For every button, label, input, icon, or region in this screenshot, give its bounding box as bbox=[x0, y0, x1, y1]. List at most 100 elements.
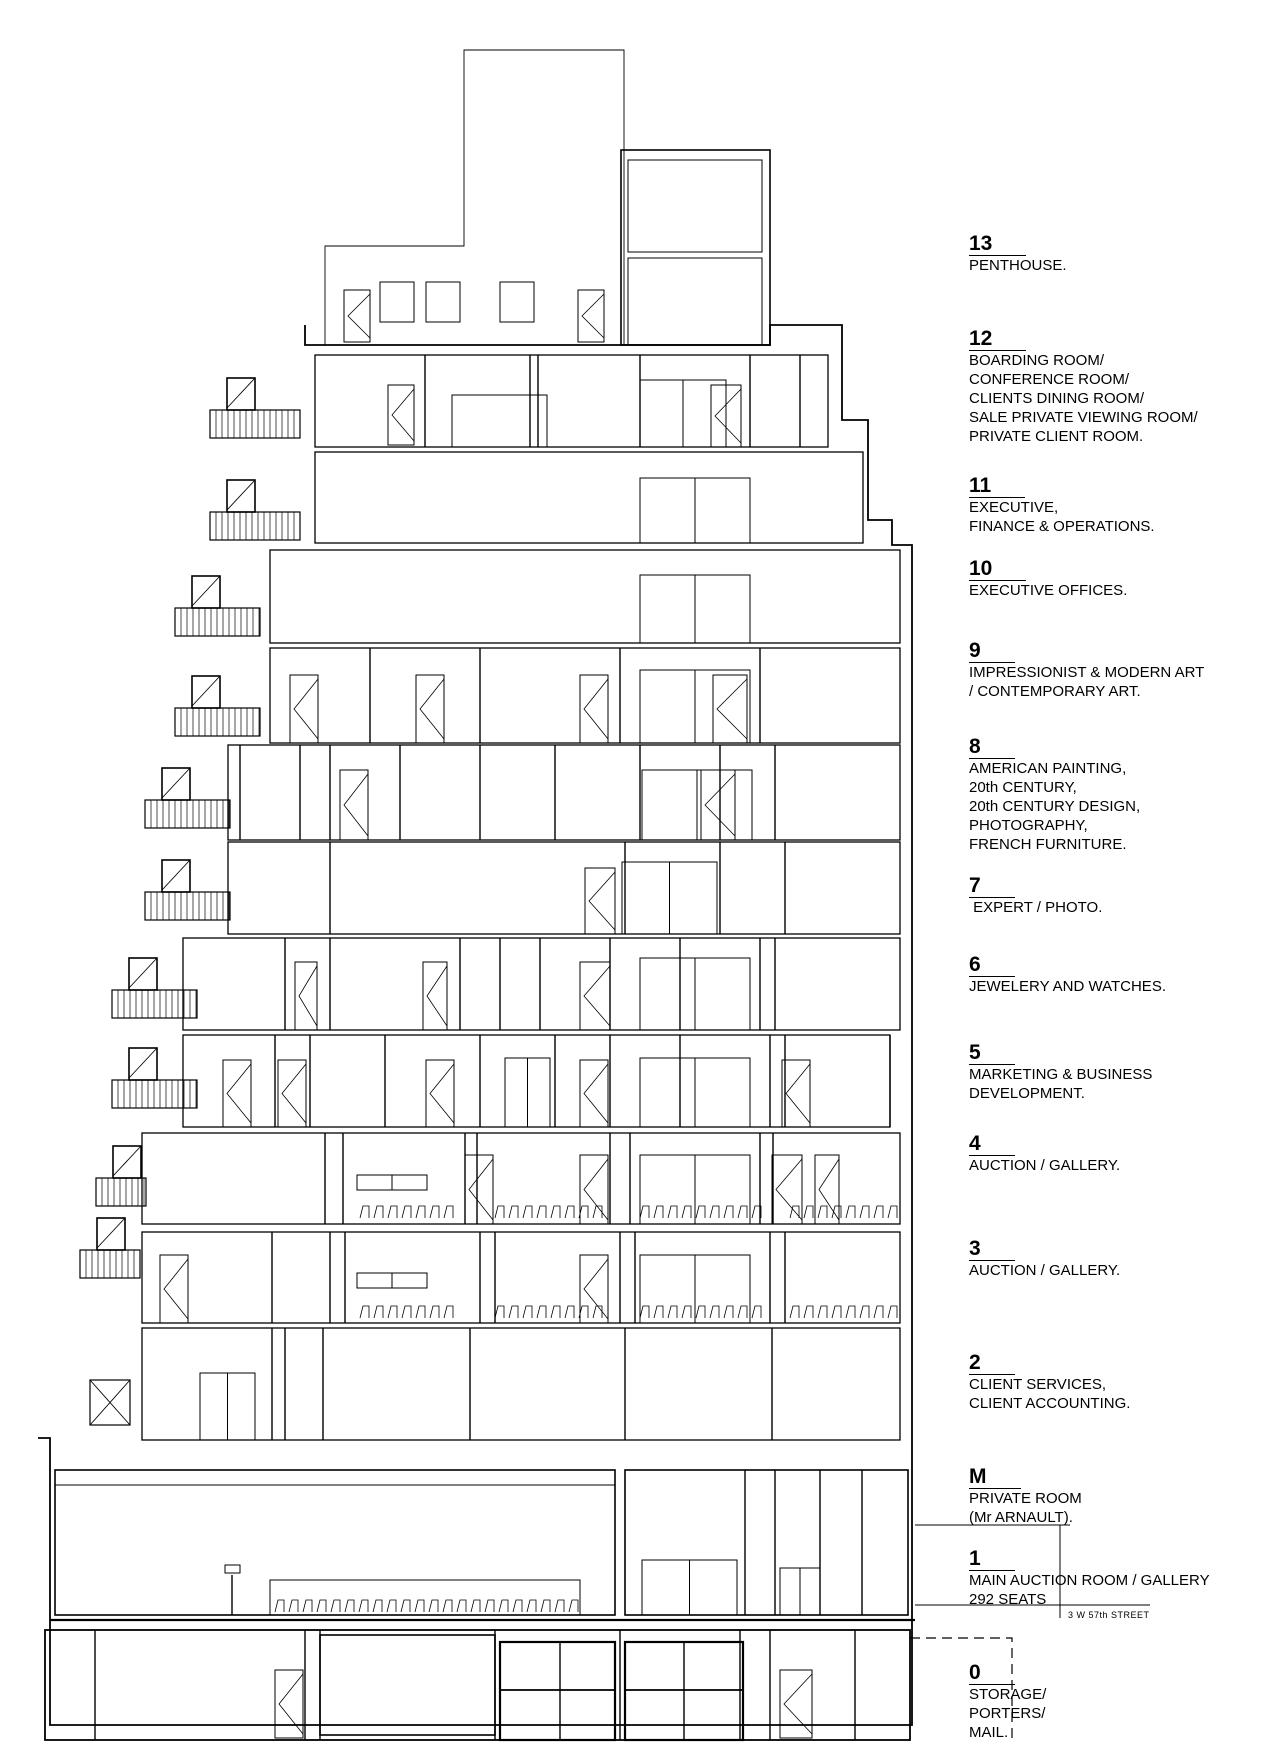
floor-number: 0 bbox=[969, 1662, 1015, 1685]
floor-label-2: 2 CLIENT SERVICES, CLIENT ACCOUNTING. bbox=[969, 1352, 1259, 1413]
seat bbox=[330, 1599, 341, 1613]
door-swing bbox=[785, 1063, 811, 1124]
floor-number: 6 bbox=[969, 954, 1015, 977]
balcony-railing bbox=[209, 511, 301, 541]
floor-label-7: 7 EXPERT / PHOTO. bbox=[969, 875, 1259, 917]
floor-label-6: 6 JEWELERY AND WATCHES. bbox=[969, 954, 1259, 996]
seat bbox=[564, 1205, 575, 1219]
seat bbox=[578, 1205, 589, 1219]
floor-number: 10 bbox=[969, 558, 1027, 581]
stair-cross bbox=[89, 1379, 131, 1426]
floor-description: EXECUTIVE, FINANCE & OPERATIONS. bbox=[969, 499, 1155, 535]
seat bbox=[414, 1599, 425, 1613]
door-swing bbox=[343, 773, 369, 837]
floor-label-12: 12 BOARDING ROOM/ CONFERENCE ROOM/ CLIEN… bbox=[969, 328, 1259, 446]
door-swing bbox=[281, 1063, 307, 1124]
seat bbox=[789, 1305, 800, 1319]
main-auction-seating-block bbox=[269, 1579, 581, 1616]
seat bbox=[494, 1205, 505, 1219]
door bbox=[579, 674, 609, 744]
seat bbox=[564, 1305, 575, 1319]
door-swing bbox=[96, 1217, 126, 1249]
seat bbox=[401, 1305, 412, 1319]
seat bbox=[737, 1305, 748, 1319]
door-swing bbox=[583, 1158, 609, 1221]
seat bbox=[540, 1599, 551, 1613]
seat bbox=[709, 1305, 720, 1319]
door-swing bbox=[426, 965, 448, 1027]
seat bbox=[443, 1305, 454, 1319]
balcony-door bbox=[128, 1047, 158, 1081]
door-swing bbox=[468, 1158, 494, 1221]
seat bbox=[831, 1305, 842, 1319]
door-swing bbox=[583, 678, 609, 740]
seat bbox=[344, 1599, 355, 1613]
basement-vault-door bbox=[498, 1640, 617, 1742]
floor-label-9: 9 IMPRESSIONIST & MODERN ART / CONTEMPOR… bbox=[969, 640, 1259, 701]
door bbox=[584, 867, 616, 935]
floor-slab-room bbox=[314, 354, 829, 448]
door bbox=[343, 289, 371, 343]
floor-slab-room bbox=[182, 1034, 891, 1128]
door-swing bbox=[128, 957, 158, 989]
building-envelope bbox=[38, 324, 913, 1726]
door bbox=[274, 1669, 304, 1739]
seat bbox=[639, 1305, 650, 1319]
door-swing bbox=[581, 293, 605, 339]
seat bbox=[873, 1205, 884, 1219]
door-swing bbox=[347, 293, 371, 339]
skylight-window bbox=[379, 281, 415, 323]
door bbox=[700, 769, 736, 841]
door-swing bbox=[226, 479, 256, 511]
door-swing bbox=[775, 1158, 803, 1221]
door bbox=[577, 289, 605, 343]
door-swing bbox=[226, 1063, 252, 1124]
door bbox=[339, 769, 369, 841]
balcony-railing bbox=[95, 1177, 147, 1207]
seat bbox=[550, 1305, 561, 1319]
skylight-window bbox=[499, 281, 535, 323]
seat bbox=[522, 1205, 533, 1219]
door bbox=[422, 961, 448, 1031]
seat bbox=[592, 1305, 603, 1319]
seat bbox=[695, 1305, 706, 1319]
seat bbox=[859, 1205, 870, 1219]
floor-slab-room bbox=[314, 451, 864, 544]
door bbox=[771, 1154, 803, 1225]
seat bbox=[415, 1205, 426, 1219]
floor-slab-room bbox=[141, 1132, 901, 1225]
seat bbox=[887, 1305, 898, 1319]
rooftop-outline bbox=[324, 49, 625, 345]
seat bbox=[536, 1305, 547, 1319]
door-swing bbox=[583, 1063, 609, 1124]
door-swing bbox=[818, 1158, 840, 1221]
door bbox=[814, 1154, 840, 1225]
floor-number: 1 bbox=[969, 1548, 1015, 1571]
door bbox=[159, 1254, 189, 1324]
mezzanine-auction-hall bbox=[54, 1469, 616, 1616]
seat bbox=[536, 1205, 547, 1219]
seat bbox=[526, 1599, 537, 1613]
seat bbox=[723, 1305, 734, 1319]
door-swing bbox=[226, 377, 256, 409]
door-swing bbox=[704, 773, 736, 837]
seat bbox=[592, 1205, 603, 1219]
seat bbox=[358, 1599, 369, 1613]
door-swing bbox=[588, 871, 616, 931]
seat bbox=[681, 1305, 692, 1319]
balcony-door bbox=[191, 575, 221, 609]
balcony-door bbox=[226, 479, 256, 513]
balcony-door bbox=[128, 957, 158, 991]
floor-number: 11 bbox=[969, 475, 1026, 498]
seat bbox=[873, 1305, 884, 1319]
skylight-window bbox=[425, 281, 461, 323]
seat bbox=[387, 1305, 398, 1319]
floor-number: 3 bbox=[969, 1238, 1015, 1261]
floor-description: PRIVATE ROOM (Mr ARNAULT). bbox=[969, 1490, 1082, 1526]
floor-number: 12 bbox=[969, 328, 1027, 351]
floor-description: EXPERT / PHOTO. bbox=[969, 899, 1103, 916]
seat bbox=[400, 1599, 411, 1613]
seat bbox=[508, 1305, 519, 1319]
seat bbox=[415, 1305, 426, 1319]
balcony-door bbox=[226, 377, 256, 411]
